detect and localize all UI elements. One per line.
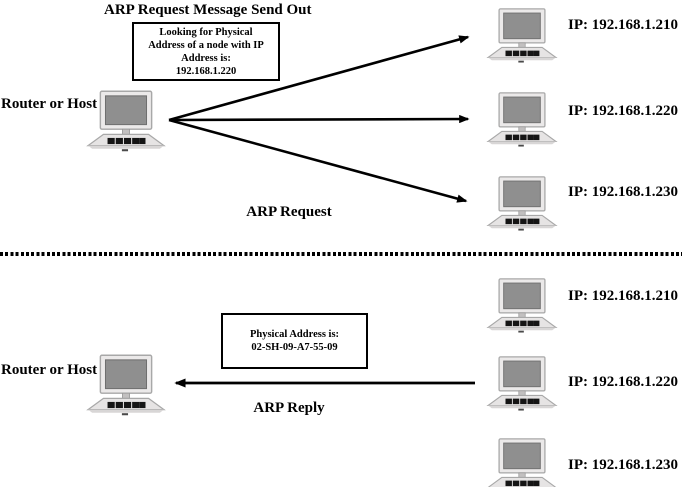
message-line: Physical Address is: <box>249 329 340 340</box>
section-divider <box>0 252 682 256</box>
message-line: 192.168.1.220 <box>175 65 237 77</box>
arp-request-arrow-middle <box>168 114 470 124</box>
diagram-title: ARP Request Message Send Out <box>104 2 312 18</box>
computer-icon <box>486 278 558 333</box>
router-host-label-top: Router or Host <box>1 96 98 112</box>
computer-icon <box>86 354 166 416</box>
message-line: Looking for Physical <box>159 26 253 38</box>
ip-label: IP: 192.168.1.210 <box>568 17 678 33</box>
arp-reply-message-box: Physical Address is: 02-SH-09-A7-55-09 <box>221 313 368 369</box>
computer-icon <box>486 438 558 487</box>
computer-icon <box>486 92 558 147</box>
message-line: Address of a node with IP <box>148 39 264 51</box>
ip-label: IP: 192.168.1.230 <box>568 184 678 200</box>
ip-label: IP: 192.168.1.220 <box>568 374 678 390</box>
message-line: 02-SH-09-A7-55-09 <box>251 342 338 353</box>
computer-icon <box>86 90 166 152</box>
arp-reply-label: ARP Reply <box>253 400 325 416</box>
ip-label: IP: 192.168.1.230 <box>568 457 678 473</box>
arp-request-arrow-bottom <box>168 118 468 203</box>
ip-label: IP: 192.168.1.210 <box>568 288 678 304</box>
arp-request-label: ARP Request <box>246 204 332 220</box>
computer-icon <box>486 8 558 63</box>
computer-icon <box>486 356 558 411</box>
message-line: Address is: <box>181 52 231 64</box>
arp-request-message-box: Looking for Physical Address of a node w… <box>132 22 280 81</box>
ip-label: IP: 192.168.1.220 <box>568 103 678 119</box>
router-host-label-bottom: Router or Host <box>1 362 98 378</box>
computer-icon <box>486 176 558 231</box>
